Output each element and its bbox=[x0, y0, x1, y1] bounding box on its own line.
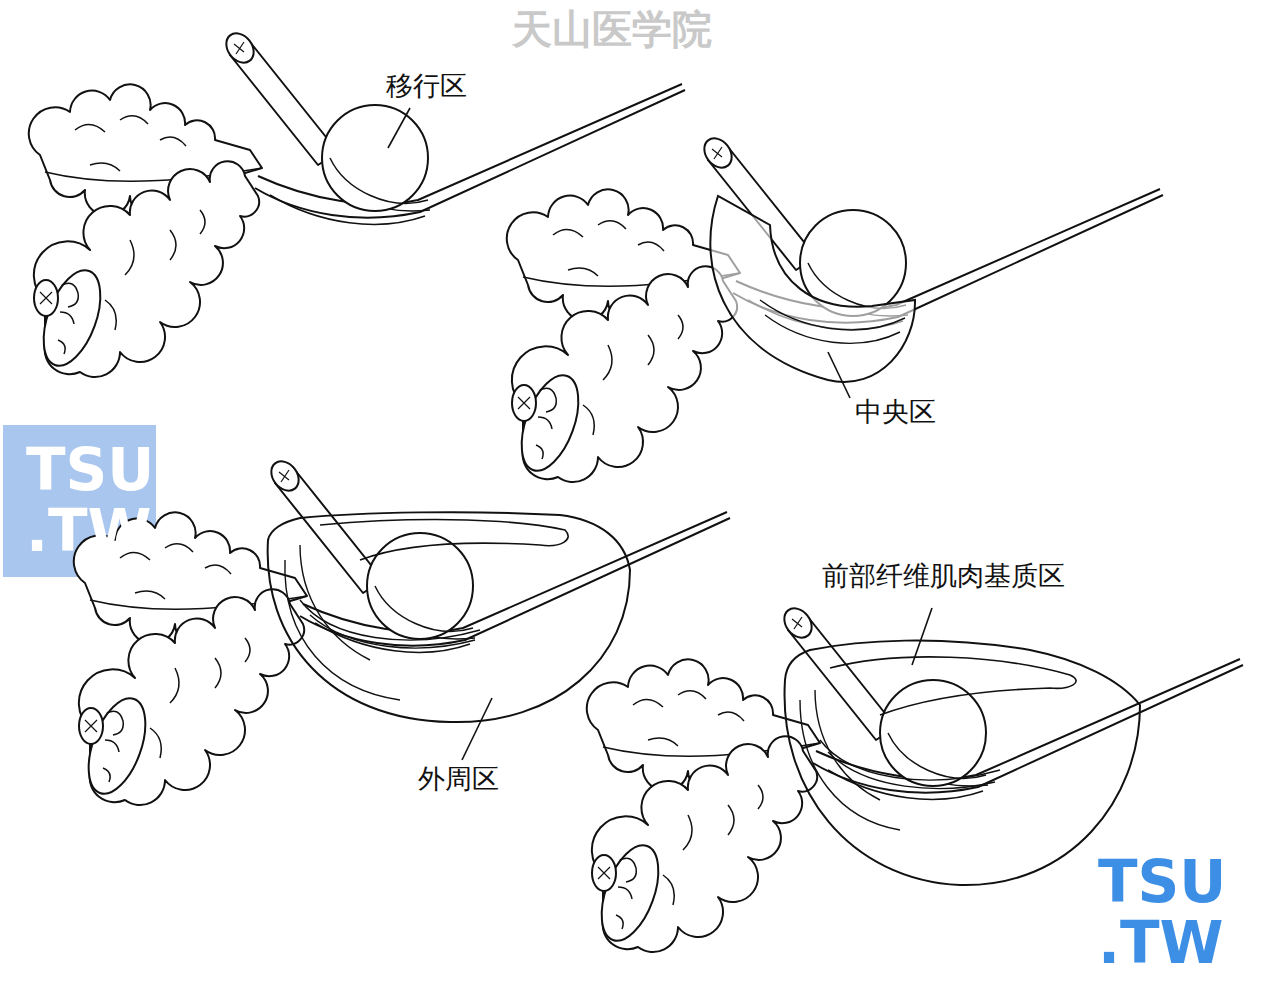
peripheral-zone bbox=[268, 512, 630, 722]
central-zone bbox=[710, 196, 915, 382]
watermark-logo: TSU .TW bbox=[1098, 852, 1248, 974]
zone-label: 移行区 bbox=[386, 70, 467, 101]
watermark-logo: TSU .TW bbox=[26, 440, 176, 562]
zone-label: 外周区 bbox=[418, 763, 499, 794]
panel-central bbox=[507, 133, 1163, 482]
zone-label: 前部纤维肌肉基质区 bbox=[822, 560, 1065, 591]
watermark-title: 天山医学院 bbox=[512, 6, 712, 52]
leader-lines bbox=[388, 108, 932, 760]
anterior-zone bbox=[785, 641, 1140, 886]
zone-label: 中央区 bbox=[855, 396, 936, 427]
